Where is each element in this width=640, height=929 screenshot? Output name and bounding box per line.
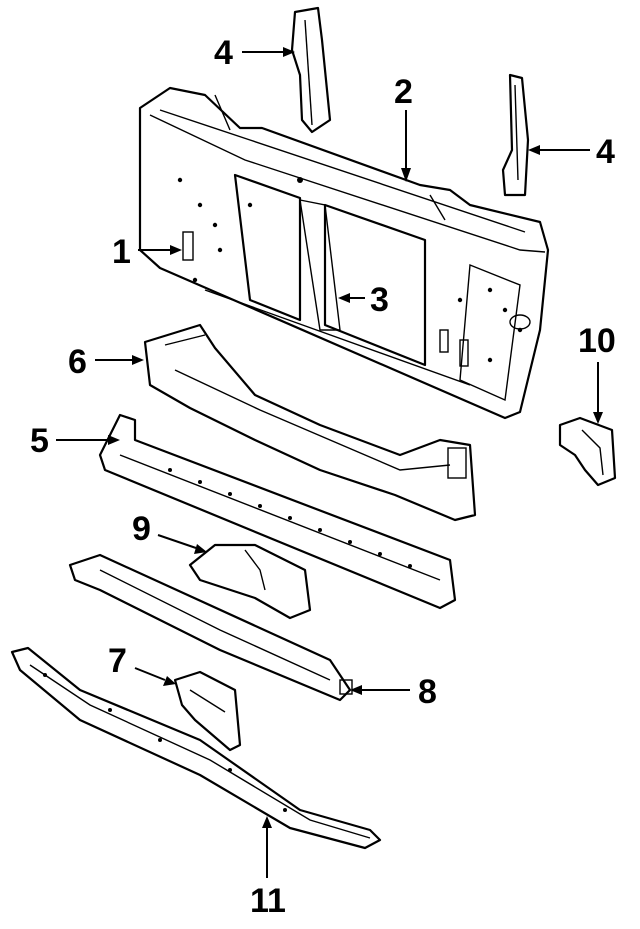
callout-10: 10 bbox=[578, 322, 616, 360]
callout-8: 8 bbox=[418, 673, 437, 711]
callout-4-right: 4 bbox=[596, 133, 615, 171]
center-bracket bbox=[188, 543, 312, 620]
upper-bracket-left bbox=[290, 6, 332, 134]
callout-4-left: 4 bbox=[214, 34, 233, 72]
mounting-bracket bbox=[558, 416, 617, 487]
callout-9: 9 bbox=[132, 510, 151, 548]
small-bracket bbox=[173, 670, 242, 752]
leader-lines bbox=[56, 47, 603, 878]
callout-1: 1 bbox=[112, 233, 131, 271]
lower-baffle bbox=[68, 553, 353, 702]
radiator-support-panel bbox=[138, 86, 550, 420]
callouts: 1 2 3 4 4 5 6 7 8 9 10 11 bbox=[30, 34, 616, 920]
callout-3: 3 bbox=[370, 281, 389, 319]
callout-11: 11 bbox=[250, 882, 286, 920]
callout-7: 7 bbox=[108, 642, 127, 680]
callout-6: 6 bbox=[68, 343, 87, 381]
upper-bracket-right bbox=[501, 73, 530, 197]
lower-valance bbox=[10, 646, 382, 850]
callout-5: 5 bbox=[30, 422, 49, 460]
callout-2: 2 bbox=[394, 73, 413, 111]
lower-support bbox=[143, 323, 477, 522]
cross-member bbox=[98, 413, 457, 610]
